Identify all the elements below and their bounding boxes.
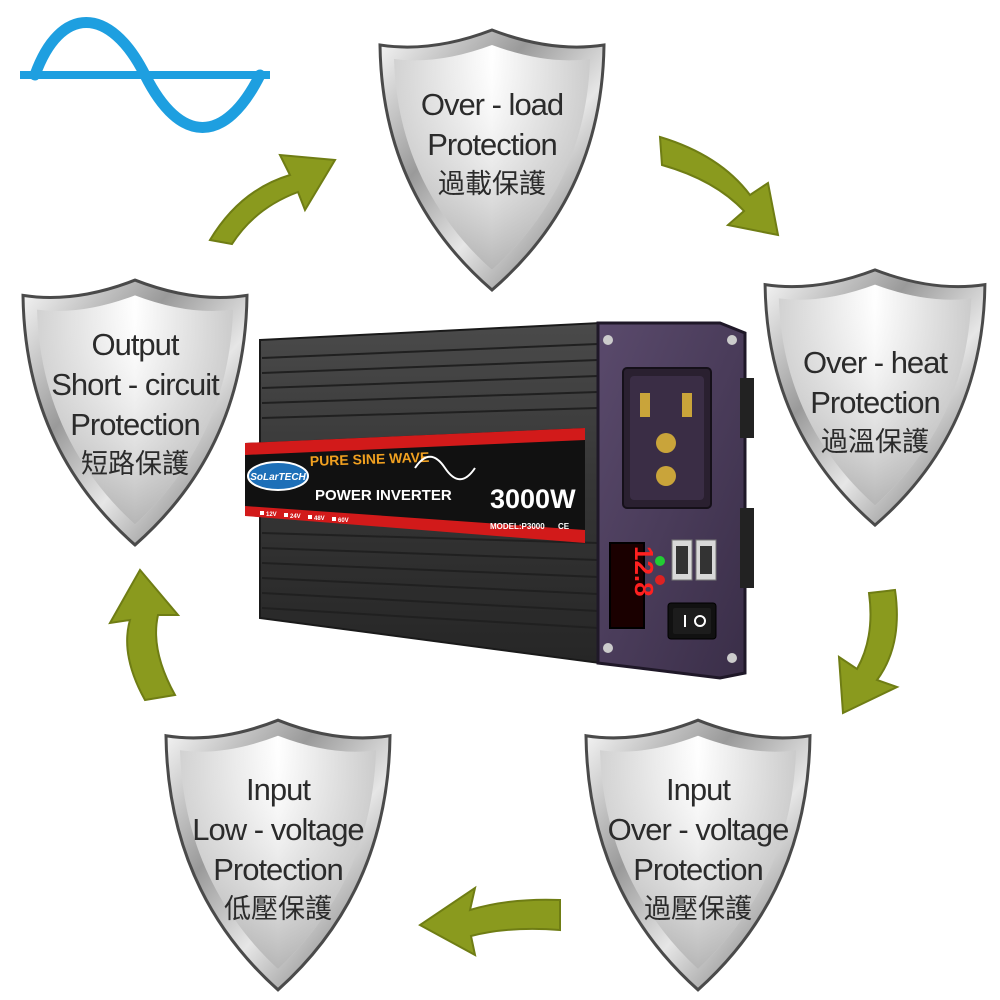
shield-line-3: Protection [213,852,344,887]
curved-arrow-icon [90,565,190,705]
shield-cjk: 過溫保護 [821,427,929,458]
voltage-12: 12V [266,512,277,518]
shield-icon [584,718,812,992]
shield-line-1: Output [91,327,179,362]
shield-line-2: Low - voltage [192,812,364,847]
curved-arrow-icon [825,585,925,720]
shield-cjk: 低壓保護 [224,894,332,925]
shield-icon [763,268,987,528]
shield-line-2: Short - circuit [51,367,220,402]
voltage-24: 24V [290,514,301,520]
shield-line-1: Over - heat [802,345,948,380]
screw-icon [603,643,613,653]
brand-logo [247,461,309,491]
shield-line-1: Input [246,772,311,807]
model-text: MODEL:P3000 [490,522,545,531]
shield-input-low-voltage: Input Low - voltage Protection 低壓保護 [158,715,398,995]
cert-text: CE [558,522,570,531]
shield-output-short-circuit: Output Short - circuit Protection 短路保護 [15,275,255,550]
screw-icon [727,335,737,345]
voltage-48: 48V [314,516,325,522]
led-green-icon [655,556,665,566]
power-rating: 3000W [490,484,576,514]
voltage-60: 60V [338,518,349,524]
brand-text: SoLarTECH [250,472,306,483]
shield-line-3: Protection [633,852,764,887]
shield-cjk: 過壓保護 [644,894,752,925]
shield-cjk: 短路保護 [81,449,189,480]
display-value: 12.8 [629,546,659,597]
shield-icon [164,718,392,992]
sine-wave-icon [15,10,275,140]
shield-icon [21,278,249,547]
shield-line-2: Protection [810,385,941,420]
shield-line-3: Protection [70,407,201,442]
shield-line-2: Protection [427,127,558,162]
shield-over-heat: Over - heat Protection 過溫保護 [755,265,995,530]
shield-icon [378,28,606,292]
shield-over-load: Over - load Protection 過載保護 [372,25,612,295]
shield-line-1: Over - load [420,87,564,122]
screw-icon [727,653,737,663]
curved-arrow-icon [200,140,340,250]
curved-arrow-icon [650,125,790,240]
voltage-display [609,542,645,629]
shield-line-1: Input [666,772,731,807]
shield-line-2: Over - voltage [607,812,790,847]
led-red-icon [655,575,665,585]
shield-cjk: 過載保護 [438,169,546,200]
product-text: POWER INVERTER [315,487,452,504]
curved-arrow-icon [415,880,565,960]
shield-input-over-voltage: Input Over - voltage Protection 過壓保護 [578,715,818,995]
power-inverter-product: SoLarTECH PURE SINE WAVE POWER INVERTER … [240,318,760,698]
screw-icon [603,335,613,345]
headline-text: PURE SINE WAVE [310,449,430,469]
